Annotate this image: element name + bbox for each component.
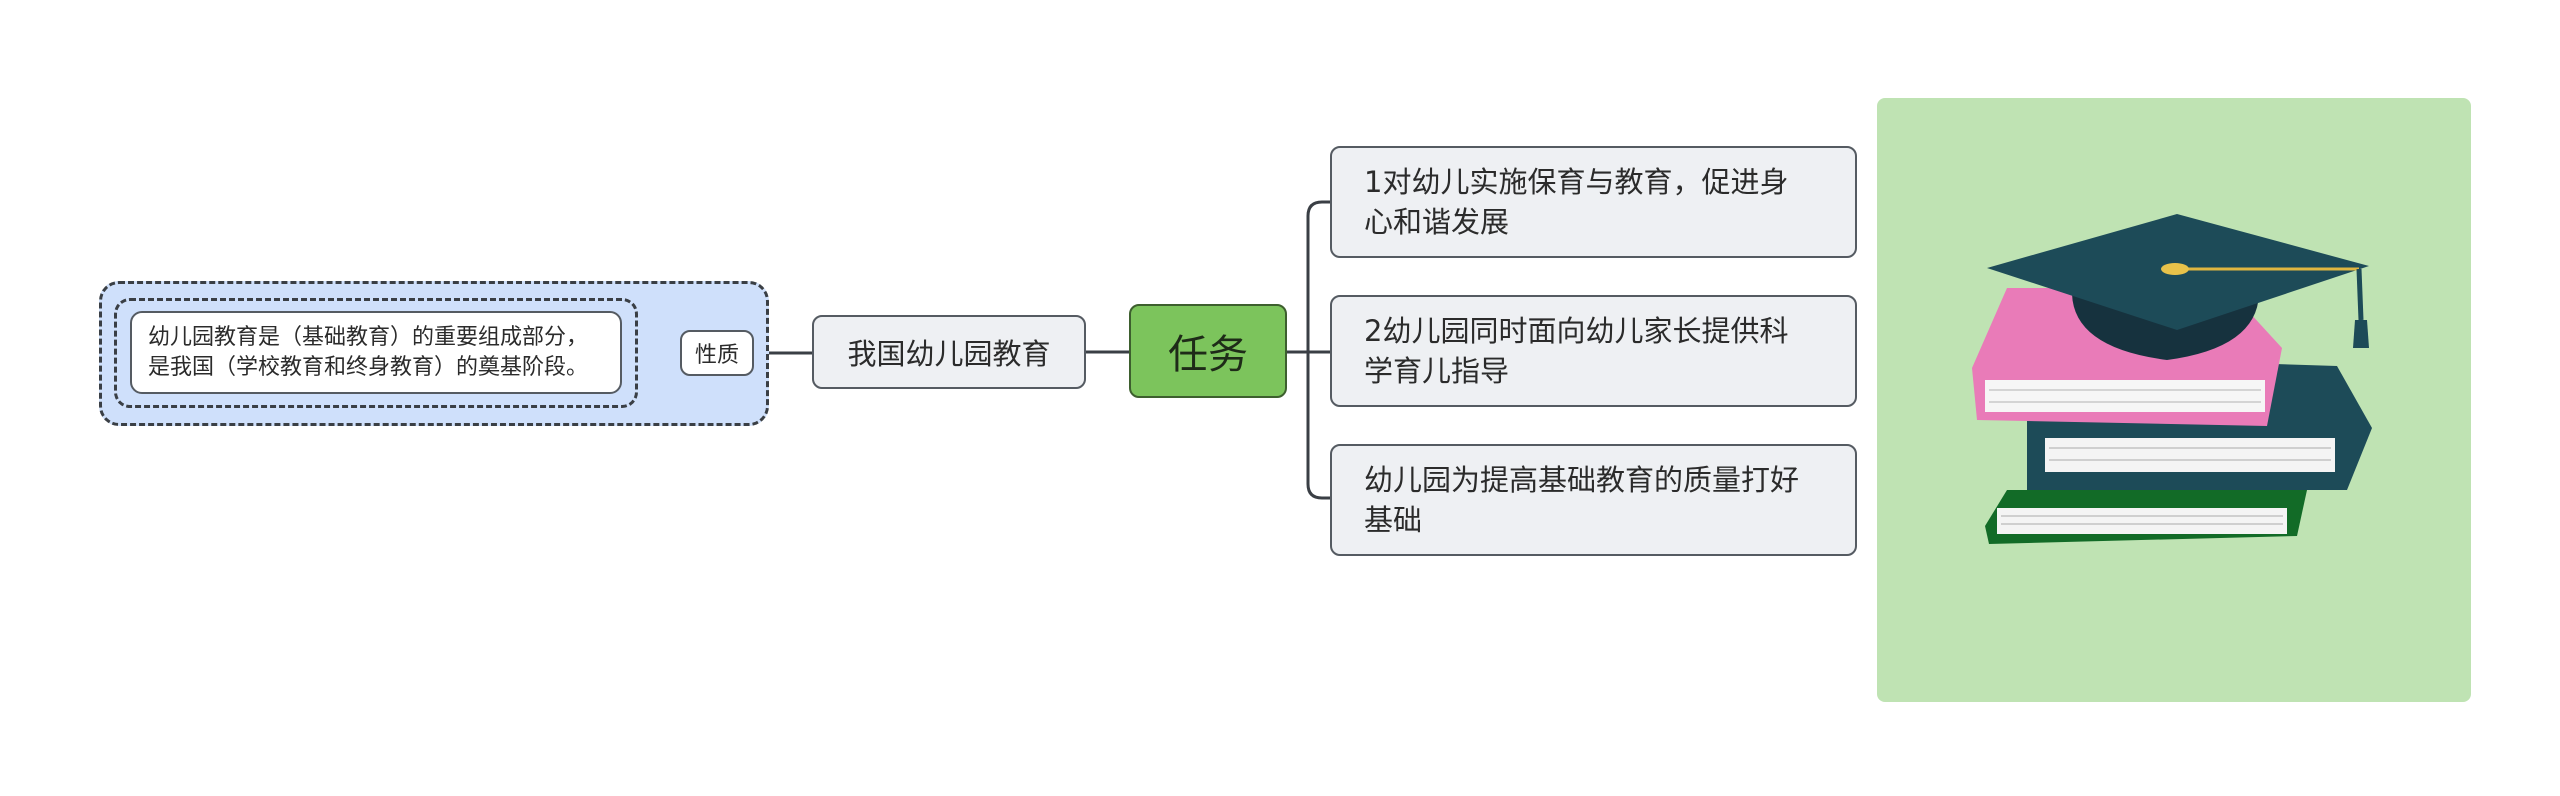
nature-description[interactable]: 幼儿园教育是（基础教育）的重要组成部分， 是我国（学校教育和终身教育）的奠基阶段…: [130, 311, 622, 394]
relation-label-nature[interactable]: 性质: [680, 330, 754, 376]
root-topic-tasks[interactable]: 任务: [1129, 304, 1287, 398]
illustration-panel: [1877, 98, 2471, 702]
main-topic-kindergarten-education[interactable]: 我国幼儿园教育: [812, 315, 1086, 389]
graduation-cap-on-books-icon: [1877, 98, 2471, 702]
task-item-3[interactable]: 幼儿园为提高基础教育的质量打好 基础: [1330, 444, 1857, 556]
task-item-2[interactable]: 2幼儿园同时面向幼儿家长提供科 学育儿指导: [1330, 295, 1857, 407]
task-item-1[interactable]: 1对幼儿实施保育与教育，促进身 心和谐发展: [1330, 146, 1857, 258]
